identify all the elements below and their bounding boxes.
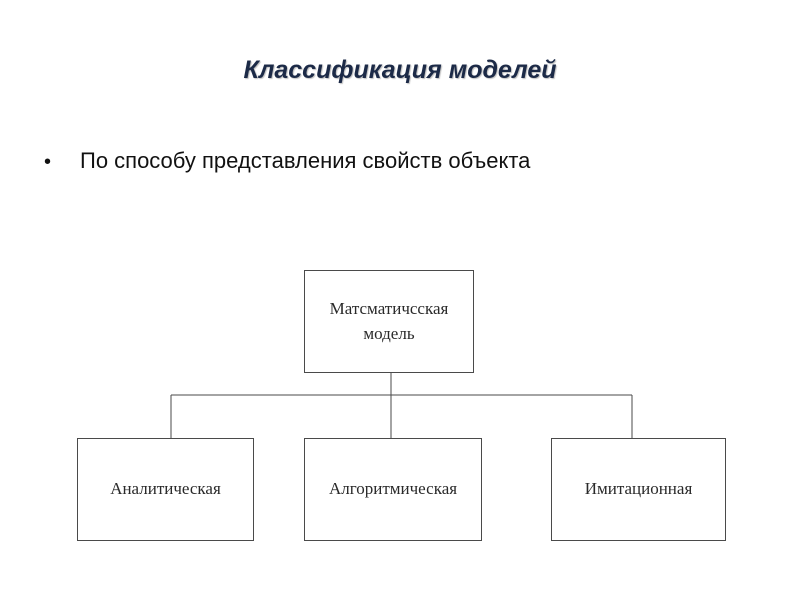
child-node-label: Аналитическая	[110, 479, 221, 499]
child-node-simulation: Имитационная	[551, 438, 726, 541]
child-node-analytic: Аналитическая	[77, 438, 254, 541]
root-node: Матсматичсская модель	[304, 270, 474, 373]
slide-title: Классификация моделей	[243, 56, 557, 84]
child-node-algorithmic: Алгоритмическая	[304, 438, 482, 541]
child-node-label: Алгоритмическая	[328, 479, 458, 499]
bullet-text: По способу представления свойств объекта	[80, 148, 531, 173]
bullet-icon: •	[44, 151, 52, 173]
child-node-label: Имитационная	[584, 479, 693, 499]
bullet-item: • По способу представления свойств объек…	[44, 148, 530, 174]
root-node-label: Матсматичсская модель	[329, 298, 449, 343]
